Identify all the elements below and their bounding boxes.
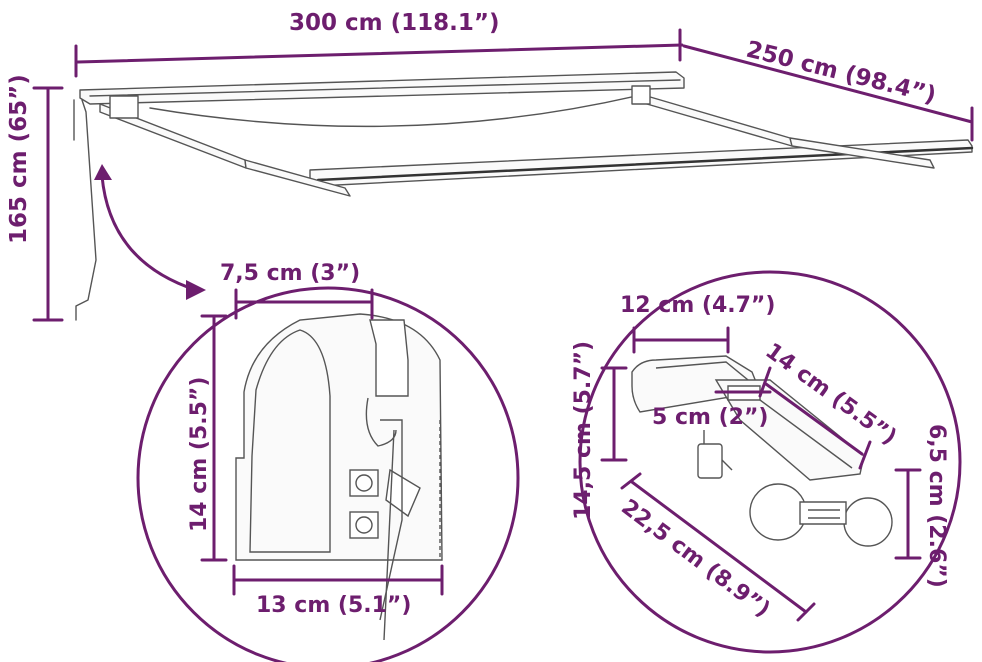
- motor-detail: 12 cm (4.7”) 14 cm (5.5”) 5 cm (2”) 14,5…: [571, 270, 962, 654]
- motor-knob-label: 6,5 cm (2.6”): [924, 424, 949, 588]
- bracket-depth-label: 13 cm (5.1”): [256, 593, 411, 618]
- bracket-detail: 7,5 cm (3”) 14 cm (5.5”) 13 cm (5.1”): [136, 261, 520, 662]
- height-label: 165 cm (65”): [6, 74, 32, 244]
- awning-dimension-lines: [32, 28, 974, 322]
- width-label: 300 cm (118.1”): [289, 10, 500, 36]
- arrow-head-bottom: [186, 280, 206, 300]
- motor-height-label: 14,5 cm (5.7”): [571, 341, 596, 520]
- motor-plug-label: 5 cm (2”): [652, 405, 768, 430]
- bracket-height-label: 14 cm (5.5”): [187, 377, 212, 532]
- awning-drawing: [73, 71, 974, 321]
- depth-label: 250 cm (98.4”): [744, 37, 939, 109]
- arrow-head-top: [94, 164, 112, 180]
- bracket-width-label: 7,5 cm (3”): [220, 261, 360, 286]
- motor-width-label: 12 cm (4.7”): [620, 293, 775, 318]
